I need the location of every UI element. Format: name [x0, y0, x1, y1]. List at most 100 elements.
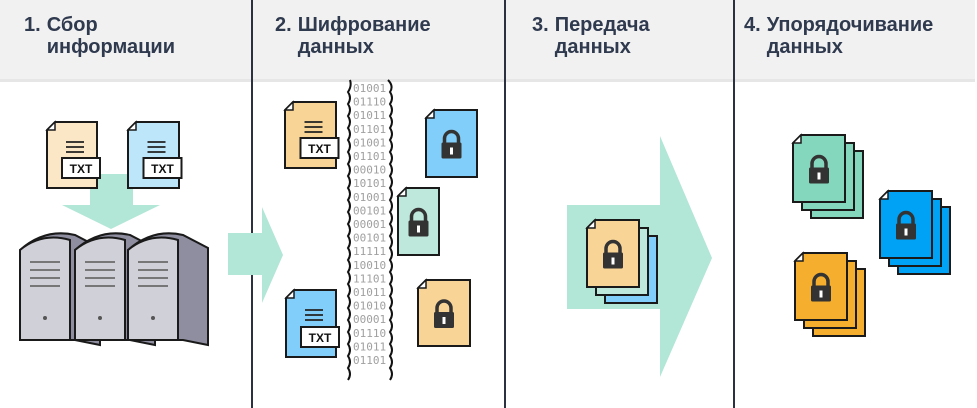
front-document [793, 251, 848, 321]
txt-file-orange: TXT [45, 120, 101, 189]
step-title-line: информации [46, 36, 176, 58]
binary-text: 01001 [353, 82, 386, 95]
lock-shackle [810, 154, 828, 169]
server-led [98, 316, 102, 320]
txt-label: TXT [309, 331, 332, 345]
locked-file-green [396, 186, 440, 256]
document-corner [424, 108, 435, 119]
lock-keyhole [904, 228, 908, 236]
torn-edge-right [387, 79, 393, 381]
binary-text: 11101 [353, 272, 386, 285]
step-title-line: Передача [554, 14, 650, 36]
lock-icon [441, 129, 462, 159]
lock-shackle [435, 299, 453, 313]
header-band [0, 0, 975, 82]
binary-text: 01011 [353, 109, 386, 122]
server-front [74, 236, 126, 341]
binary-text: 01011 [353, 286, 386, 299]
binary-text: 00001 [353, 218, 386, 231]
server-icon [127, 232, 209, 347]
front-document [878, 189, 933, 259]
binary-text: 01101 [353, 123, 386, 136]
right-arrow [228, 207, 283, 303]
document-corner [416, 278, 427, 289]
binary-text: 01001 [353, 191, 386, 204]
step-title-line: данных [297, 36, 374, 58]
front-document [791, 133, 846, 203]
binary-text: 01110 [353, 327, 386, 340]
txt-label: TXT [151, 162, 174, 176]
document-corner [283, 100, 294, 111]
lock-icon [434, 299, 454, 328]
lock-shackle [442, 129, 461, 144]
lock-keyhole [819, 290, 823, 298]
step-title-line: Упорядочивание [766, 14, 934, 36]
lock-icon [408, 207, 429, 237]
column-divider [504, 0, 506, 408]
txt-file-orange: TXT [283, 100, 340, 169]
txt-label: TXT [70, 162, 93, 176]
binary-text: 10101 [353, 177, 386, 190]
txt-label-box [61, 157, 101, 179]
server-front [127, 236, 179, 341]
server-led [151, 316, 155, 320]
txt-file-blue: TXT [284, 288, 340, 358]
document-corner [284, 288, 295, 299]
step-number: 1. [24, 14, 41, 36]
step-title-line: Сбор [46, 14, 98, 36]
server-led [43, 316, 47, 320]
locked-file-orange [416, 278, 471, 347]
binary-text: 00101 [353, 204, 386, 217]
binary-text: 10010 [353, 259, 386, 272]
binary-text: 00101 [353, 232, 386, 245]
lock-icon [603, 239, 623, 269]
step-number: 4. [744, 14, 761, 36]
step-title-line: данных [766, 36, 843, 58]
column-divider [251, 0, 253, 408]
document-corner [878, 189, 889, 200]
txt-label-box [142, 157, 183, 179]
binary-text: 01001 [353, 136, 386, 149]
column-divider [733, 0, 735, 408]
document-corner [126, 120, 137, 131]
binary-text: 01101 [353, 354, 386, 367]
lock-shackle [812, 272, 830, 287]
binary-text: 01101 [353, 150, 386, 163]
front-document [585, 218, 640, 288]
txt-label: TXT [308, 142, 331, 156]
document-corner [45, 120, 56, 131]
document-corner [791, 133, 802, 144]
lock-keyhole [611, 257, 615, 265]
txt-label-box [299, 137, 340, 159]
torn-edge-left [346, 79, 352, 381]
binary-text: 00001 [353, 313, 386, 326]
step-number: 2. [275, 14, 292, 36]
binary-text: 11111 [353, 245, 386, 258]
txt-label-box [300, 326, 340, 348]
lock-keyhole [450, 147, 453, 155]
step-number: 3. [532, 14, 549, 36]
binary-text: 00010 [353, 164, 386, 177]
txt-file-blue: TXT [126, 120, 183, 189]
lock-icon [811, 272, 831, 302]
server-front [19, 236, 71, 341]
document-corner [396, 186, 407, 197]
binary-text: 01110 [353, 96, 386, 109]
lock-shackle [409, 207, 428, 222]
lock-icon [809, 154, 829, 184]
step-title-line: Шифрование [297, 14, 431, 36]
document-corner [585, 218, 596, 229]
lock-keyhole [417, 225, 420, 233]
binary-text: 01011 [353, 340, 386, 353]
down-arrow [62, 174, 160, 229]
document-corner [793, 251, 804, 262]
step-title-line: данных [554, 36, 631, 58]
lock-keyhole [442, 317, 446, 324]
lock-shackle [604, 239, 622, 254]
lock-shackle [897, 210, 915, 225]
